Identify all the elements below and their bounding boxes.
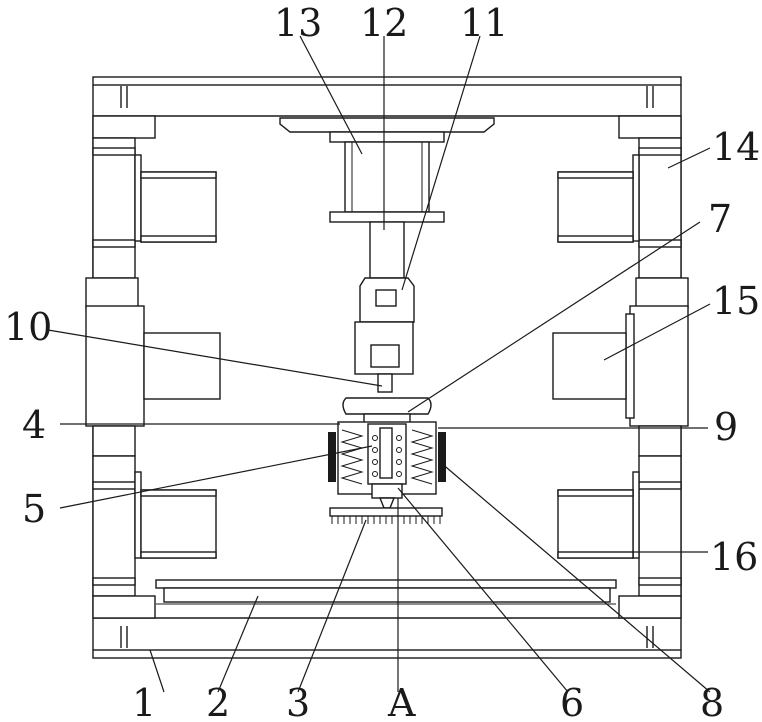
label-14: 14 — [712, 125, 760, 169]
left-column — [86, 116, 220, 618]
drive-motor — [343, 278, 431, 414]
label-A: A — [387, 681, 416, 722]
label-3: 3 — [286, 681, 310, 722]
label-6: 6 — [560, 681, 584, 722]
label-4: 4 — [22, 403, 46, 447]
right-column — [553, 116, 688, 618]
label-8: 8 — [700, 681, 724, 722]
label-11: 11 — [460, 1, 508, 45]
lift-cylinder — [280, 118, 494, 278]
brush — [330, 508, 442, 524]
label-5: 5 — [22, 487, 46, 531]
label-15: 15 — [712, 279, 760, 323]
label-13: 13 — [274, 1, 322, 45]
label-16: 16 — [710, 535, 758, 579]
label-9: 9 — [714, 405, 738, 449]
label-2: 2 — [206, 681, 230, 722]
bottom-plate — [156, 580, 616, 604]
label-10: 10 — [4, 305, 52, 349]
cleaning-head — [328, 414, 446, 508]
label-1: 1 — [132, 681, 156, 722]
label-7: 7 — [708, 197, 732, 241]
label-12: 12 — [360, 1, 408, 45]
